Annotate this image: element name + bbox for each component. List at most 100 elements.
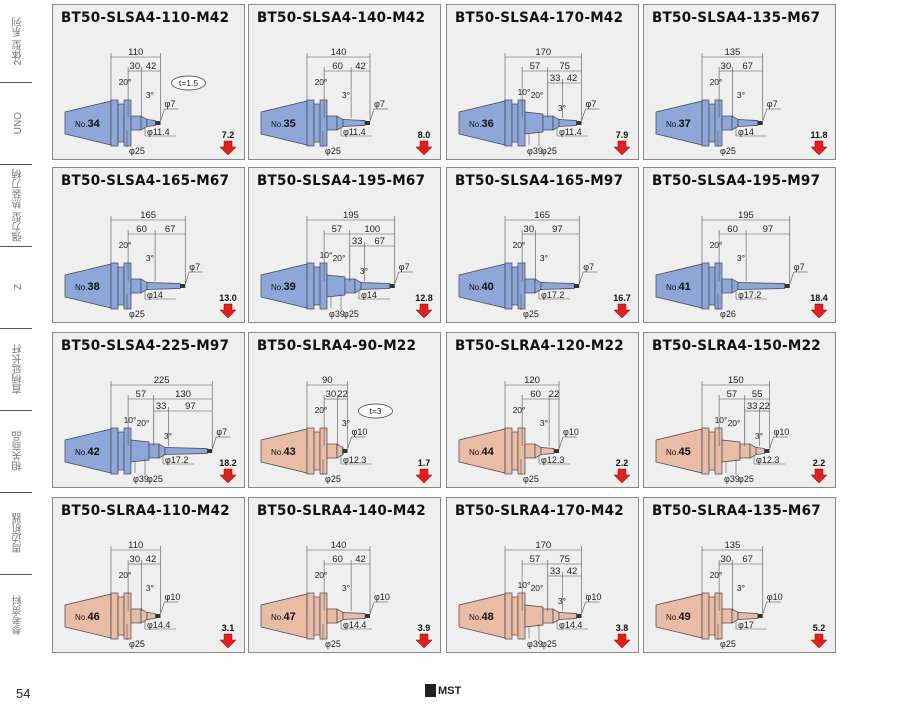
leader-line [558,436,564,450]
dimension-value: 42 [567,73,578,84]
dimension-value: 97 [763,224,774,235]
dimension-value: 33 [352,236,363,247]
collar [524,111,544,135]
sidebar-tab[interactable]: 直柄延长杆 [0,328,36,410]
tool-number: No.42 [75,446,100,458]
tool-number: No.36 [469,118,494,130]
leader-line [160,601,165,615]
angle-label: 20° [513,240,526,250]
leader-line [369,108,375,122]
sidebar-tab[interactable]: 强力型 热装刀柄 [0,164,36,246]
shank-diameter: φ25 [129,146,145,156]
weight-value: 1.7 [418,458,431,468]
neck-diameter: φ14.4 [559,620,582,630]
leader-line [347,436,352,450]
flange [319,99,328,147]
tip [576,614,582,618]
down-arrow-icon [415,633,433,649]
tip-diameter: φ10 [563,427,579,437]
leader-line [581,601,586,615]
product-title: BT50-SLSA4-225-M97 [61,338,230,354]
flange [517,99,526,147]
weight-value: 12.8 [415,293,433,303]
leader-line [762,601,768,615]
weight-value: 3.1 [222,623,235,633]
flange [504,262,513,310]
collar-diameter: φ39 [329,309,345,319]
dimension-value: 30 [326,389,337,400]
collar [524,604,544,628]
tool-number-value: 38 [87,281,99,293]
angle-label: 3° [540,418,548,428]
dimension-value: 140 [331,47,347,58]
neck-diameter: φ17.2 [165,455,188,465]
angle-label: 3° [737,253,745,263]
flange-groove [313,431,321,471]
tool-number: No.35 [271,118,296,130]
neck-diameter: φ17.2 [541,290,564,300]
weight-value: 11.8 [810,130,827,140]
angle-label: 20° [137,418,150,428]
flange [110,592,119,640]
shank-diameter: φ25 [129,309,145,319]
sidebar-tab[interactable]: 参考资料 [0,574,36,656]
tip-diameter: φ7 [374,99,385,109]
tip-diameter: φ7 [216,427,227,437]
tool-number-value: 47 [283,611,295,623]
down-arrow-icon [613,468,631,484]
neck-diameter: φ11.4 [147,127,170,137]
leader-line [184,271,190,285]
down-arrow-icon [219,468,237,484]
dimension-value: 170 [535,540,551,551]
dimension-value: 60 [136,224,147,235]
body [542,115,554,131]
sidebar-tab[interactable]: UNO [0,82,36,164]
dimension-value: 90 [322,375,333,386]
product-title: BT50-SLSA4-195-M97 [652,173,821,189]
neck [558,119,577,127]
weight-value: 18.2 [219,458,237,468]
shank-diameter: φ25 [541,639,557,649]
flange [504,99,513,147]
body [721,608,733,624]
sidebar-tab[interactable]: 相关商品 [0,410,36,492]
leader-line [762,108,768,122]
divider [0,328,32,329]
shank-diameter: φ25 [147,474,163,484]
angle-label: 20° [315,77,328,87]
sidebar-tab[interactable]: Z [0,246,36,328]
down-arrow-icon [219,140,237,156]
down-arrow-icon [613,140,631,156]
tip-diameter: φ7 [189,262,200,272]
dimension-value: 60 [332,554,343,565]
weight-value: 8.0 [418,130,431,140]
angle-label: 10° [124,415,137,425]
sidebar-tab[interactable]: 周边机器 [0,492,36,574]
flange [306,592,315,640]
dimension-value: 30 [524,224,535,235]
down-arrow-icon [415,140,433,156]
sidebar-tab[interactable]: 2体型 系列 [0,0,36,82]
dimension-value: 60 [530,389,541,400]
leader-line [789,271,795,285]
weight-value: 3.8 [616,623,629,633]
